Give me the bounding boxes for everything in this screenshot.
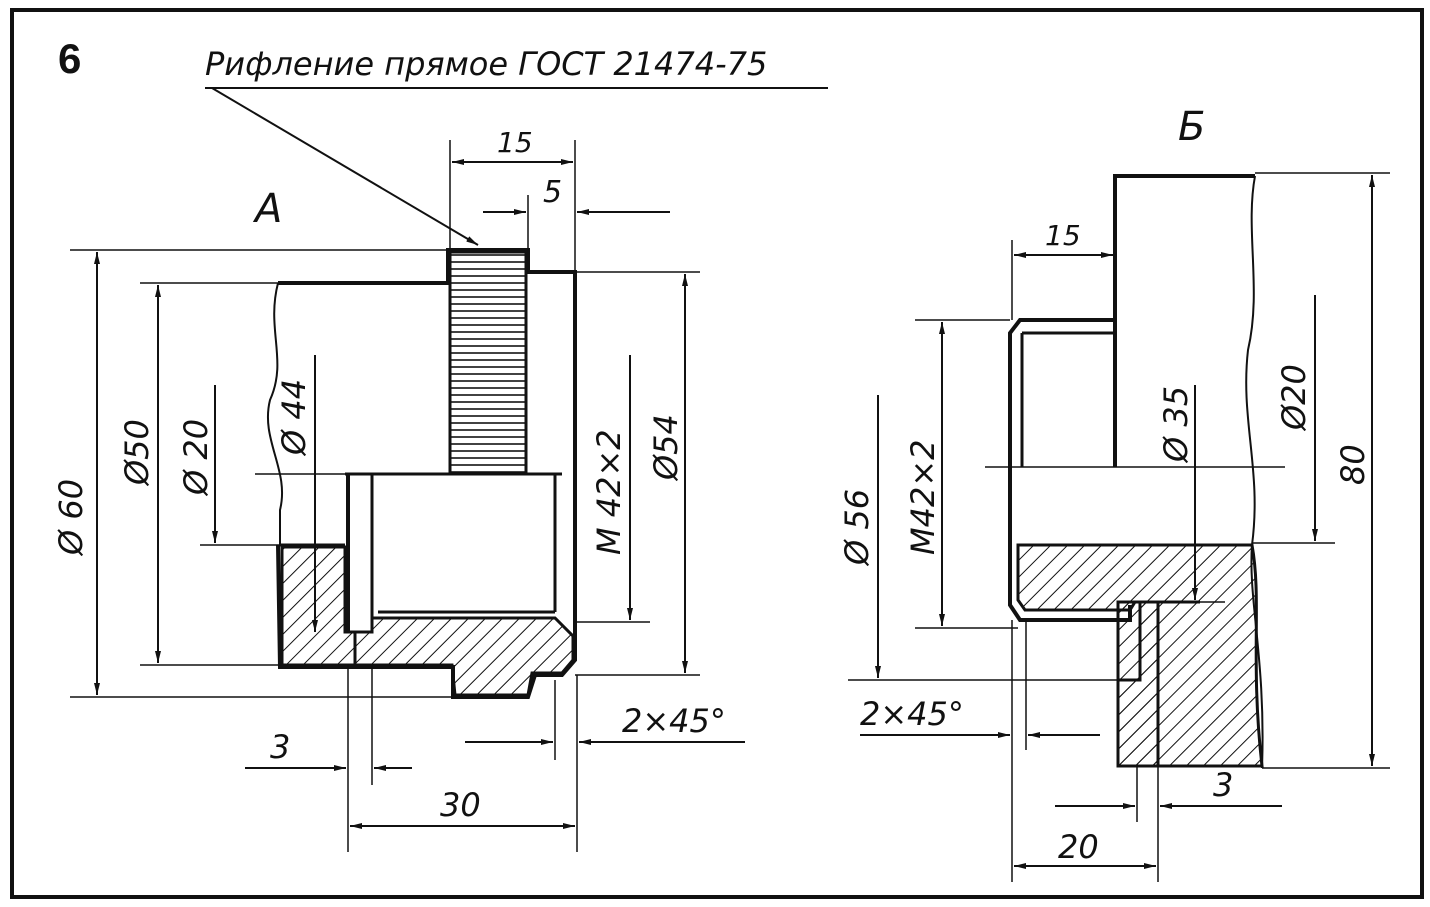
view-a-title: А: [252, 186, 282, 232]
view-b-label-h80: 80: [1334, 444, 1372, 485]
view-a-label-d60: Ø 60: [52, 479, 90, 557]
view-a-label-d44: Ø 44: [275, 379, 313, 457]
view-b-groove: [1116, 600, 1160, 768]
view-a-label-w3: 3: [270, 728, 290, 766]
view-a-label-w5: 5: [543, 175, 562, 210]
view-b-label-w15: 15: [1045, 219, 1081, 252]
view-a: А: [52, 126, 745, 852]
view-a-label-d20: Ø 20: [177, 419, 215, 497]
knurl-note: Рифление прямое ГОСТ 21474-75: [205, 45, 767, 83]
view-b-label-w3: 3: [1213, 766, 1233, 804]
view-a-label-d50: Ø50: [118, 419, 156, 487]
view-a-label-w30: 30: [440, 786, 481, 824]
view-a-knurl: [448, 250, 528, 476]
sheet-number: 6: [58, 35, 81, 82]
view-b: Б: [838, 104, 1390, 882]
view-a-hatch-bottom: [353, 616, 575, 697]
view-b-title: Б: [1178, 104, 1205, 150]
view-b-label-d56: Ø 56: [838, 489, 876, 567]
view-b-label-d35: Ø 35: [1157, 386, 1195, 464]
view-a-label-d54: Ø54: [647, 414, 685, 482]
view-a-hatch-left: [280, 545, 357, 667]
view-b-label-m42: M42×2: [904, 440, 942, 556]
view-a-label-w15: 15: [497, 126, 533, 159]
note-leader: [211, 87, 479, 246]
view-a-break-line: [266, 282, 284, 545]
view-b-flange: [1113, 174, 1255, 467]
view-a-label-m42: M 42×2: [590, 429, 628, 555]
view-b-label-d20: Ø20: [1275, 364, 1313, 432]
view-b-label-chamfer: 2×45°: [860, 695, 964, 733]
view-a-label-chamfer: 2×45°: [622, 702, 726, 740]
view-b-label-w20: 20: [1058, 828, 1099, 866]
